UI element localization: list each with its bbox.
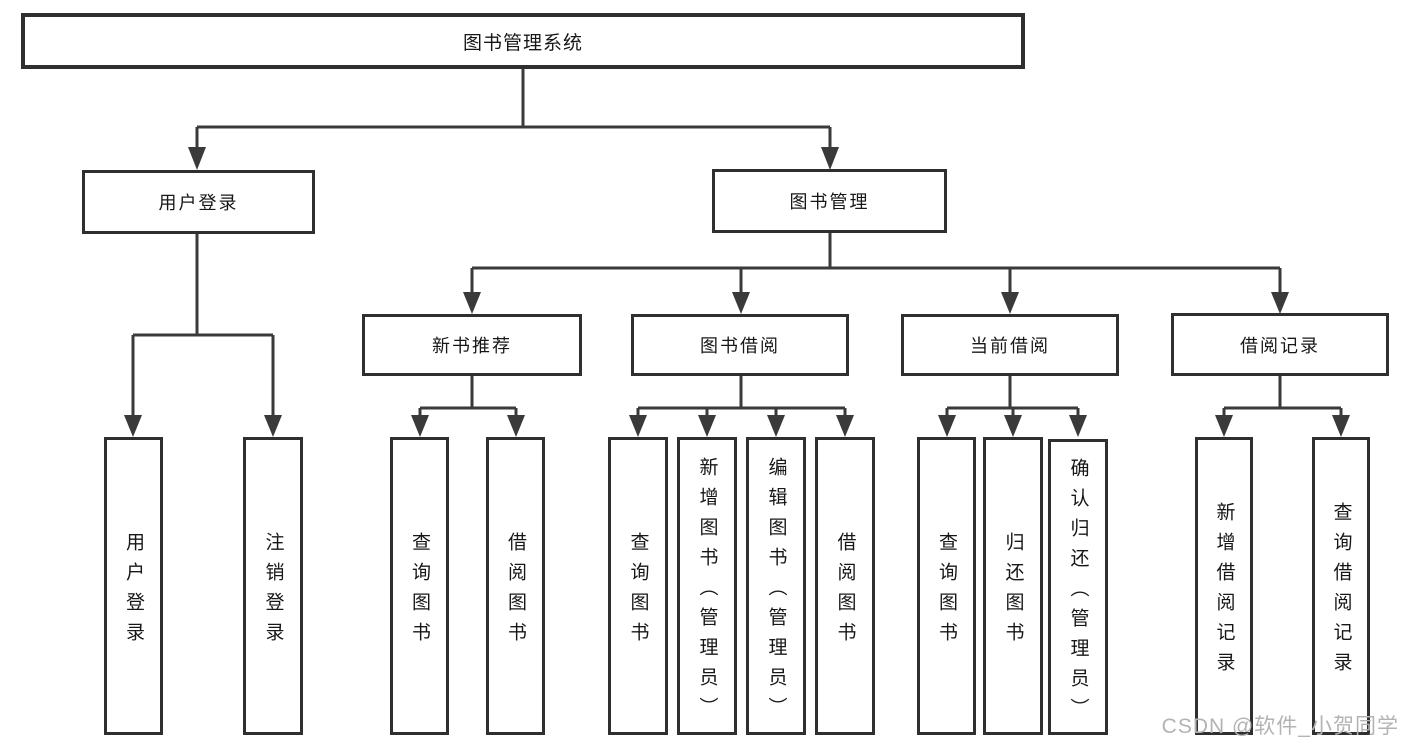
arrowhead-icon (1069, 415, 1087, 437)
leaf-records-add-record-label: 新增借阅记录 (1213, 501, 1235, 682)
leaf-current-return-books-label: 归还图书 (1002, 531, 1024, 652)
leaf-user-login-label: 用户登录 (123, 531, 144, 652)
connector-user-login-to-leaves (124, 234, 282, 437)
connector-root-to-level2 (188, 68, 839, 170)
arrowhead-icon (821, 147, 839, 170)
leaf-borrow-edit-books-label: 编辑图书（管理员） (765, 456, 787, 727)
leaf-recommend-query-books-label: 查询图书 (409, 531, 430, 652)
node-borrow-records: 借阅记录 (1171, 313, 1389, 376)
node-book-borrow-label: 图书借阅 (700, 336, 780, 356)
node-current-borrow-label: 当前借阅 (970, 336, 1050, 356)
leaf-current-confirm-return-label: 确认归还（管理员） (1067, 457, 1089, 728)
leaf-recommend-borrow-books: 借阅图书 (486, 437, 545, 735)
leaf-borrow-edit-books: 编辑图书（管理员） (746, 437, 806, 735)
node-user-login: 用户登录 (82, 170, 315, 234)
arrowhead-icon (938, 415, 956, 437)
node-root-label: 图书管理系统 (462, 32, 583, 54)
arrowhead-icon (264, 415, 282, 437)
connector-new-book-recommend-to-leaves (411, 376, 525, 437)
leaf-recommend-query-books: 查询图书 (390, 437, 449, 735)
arrowhead-icon (629, 415, 647, 437)
node-book-mgmt: 图书管理 (712, 169, 947, 233)
leaf-current-confirm-return: 确认归还（管理员） (1048, 439, 1108, 735)
node-user-login-label: 用户登录 (158, 193, 239, 213)
leaf-records-add-record: 新增借阅记录 (1195, 437, 1253, 735)
leaf-borrow-borrow-books-label: 借阅图书 (834, 531, 856, 652)
node-current-borrow: 当前借阅 (901, 314, 1119, 376)
leaf-logout: 注销登录 (243, 437, 303, 735)
arrowhead-icon (767, 415, 785, 437)
connector-borrow-records-to-leaves (1215, 376, 1350, 437)
connector-book-mgmt-to-level3 (463, 232, 1289, 314)
leaf-borrow-query-books-label: 查询图书 (627, 531, 649, 652)
arrowhead-icon (1004, 415, 1022, 437)
arrowhead-icon (124, 415, 142, 437)
leaf-logout-label: 注销登录 (262, 531, 284, 652)
arrowhead-icon (698, 415, 716, 437)
node-borrow-records-label: 借阅记录 (1240, 335, 1320, 356)
leaf-borrow-add-books-label: 新增图书（管理员） (696, 456, 718, 727)
leaf-records-query-record-label: 查询借阅记录 (1330, 501, 1352, 682)
arrowhead-icon (507, 415, 525, 437)
node-book-mgmt-label: 图书管理 (789, 192, 870, 212)
arrowhead-icon (188, 147, 206, 170)
arrowhead-icon (1215, 415, 1233, 437)
node-book-borrow: 图书借阅 (631, 314, 849, 376)
leaf-current-return-books: 归还图书 (983, 437, 1043, 735)
arrowhead-icon (463, 292, 481, 314)
arrowhead-icon (1332, 415, 1350, 437)
leaf-borrow-add-books: 新增图书（管理员） (677, 437, 737, 735)
leaf-borrow-query-books: 查询图书 (608, 437, 668, 735)
arrowhead-icon (732, 292, 750, 314)
leaf-borrow-borrow-books: 借阅图书 (815, 437, 875, 735)
node-new-book-recommend-label: 新书推荐 (432, 336, 512, 356)
arrowhead-icon (411, 415, 429, 437)
arrowhead-icon (1001, 292, 1019, 314)
node-new-book-recommend: 新书推荐 (362, 314, 582, 376)
connector-book-borrow-to-leaves (629, 376, 854, 437)
arrowhead-icon (836, 415, 854, 437)
leaf-current-query-books-label: 查询图书 (936, 531, 957, 652)
csdn-watermark: CSDN @软件_小贺同学 (1161, 715, 1399, 738)
leaf-user-login: 用户登录 (104, 437, 163, 735)
leaf-current-query-books: 查询图书 (917, 437, 976, 735)
arrowhead-icon (1271, 292, 1289, 314)
node-root: 图书管理系统 (21, 13, 1025, 69)
leaf-recommend-borrow-books-label: 借阅图书 (505, 531, 526, 652)
connector-current-borrow-to-leaves (938, 376, 1087, 437)
leaf-records-query-record: 查询借阅记录 (1312, 437, 1370, 735)
